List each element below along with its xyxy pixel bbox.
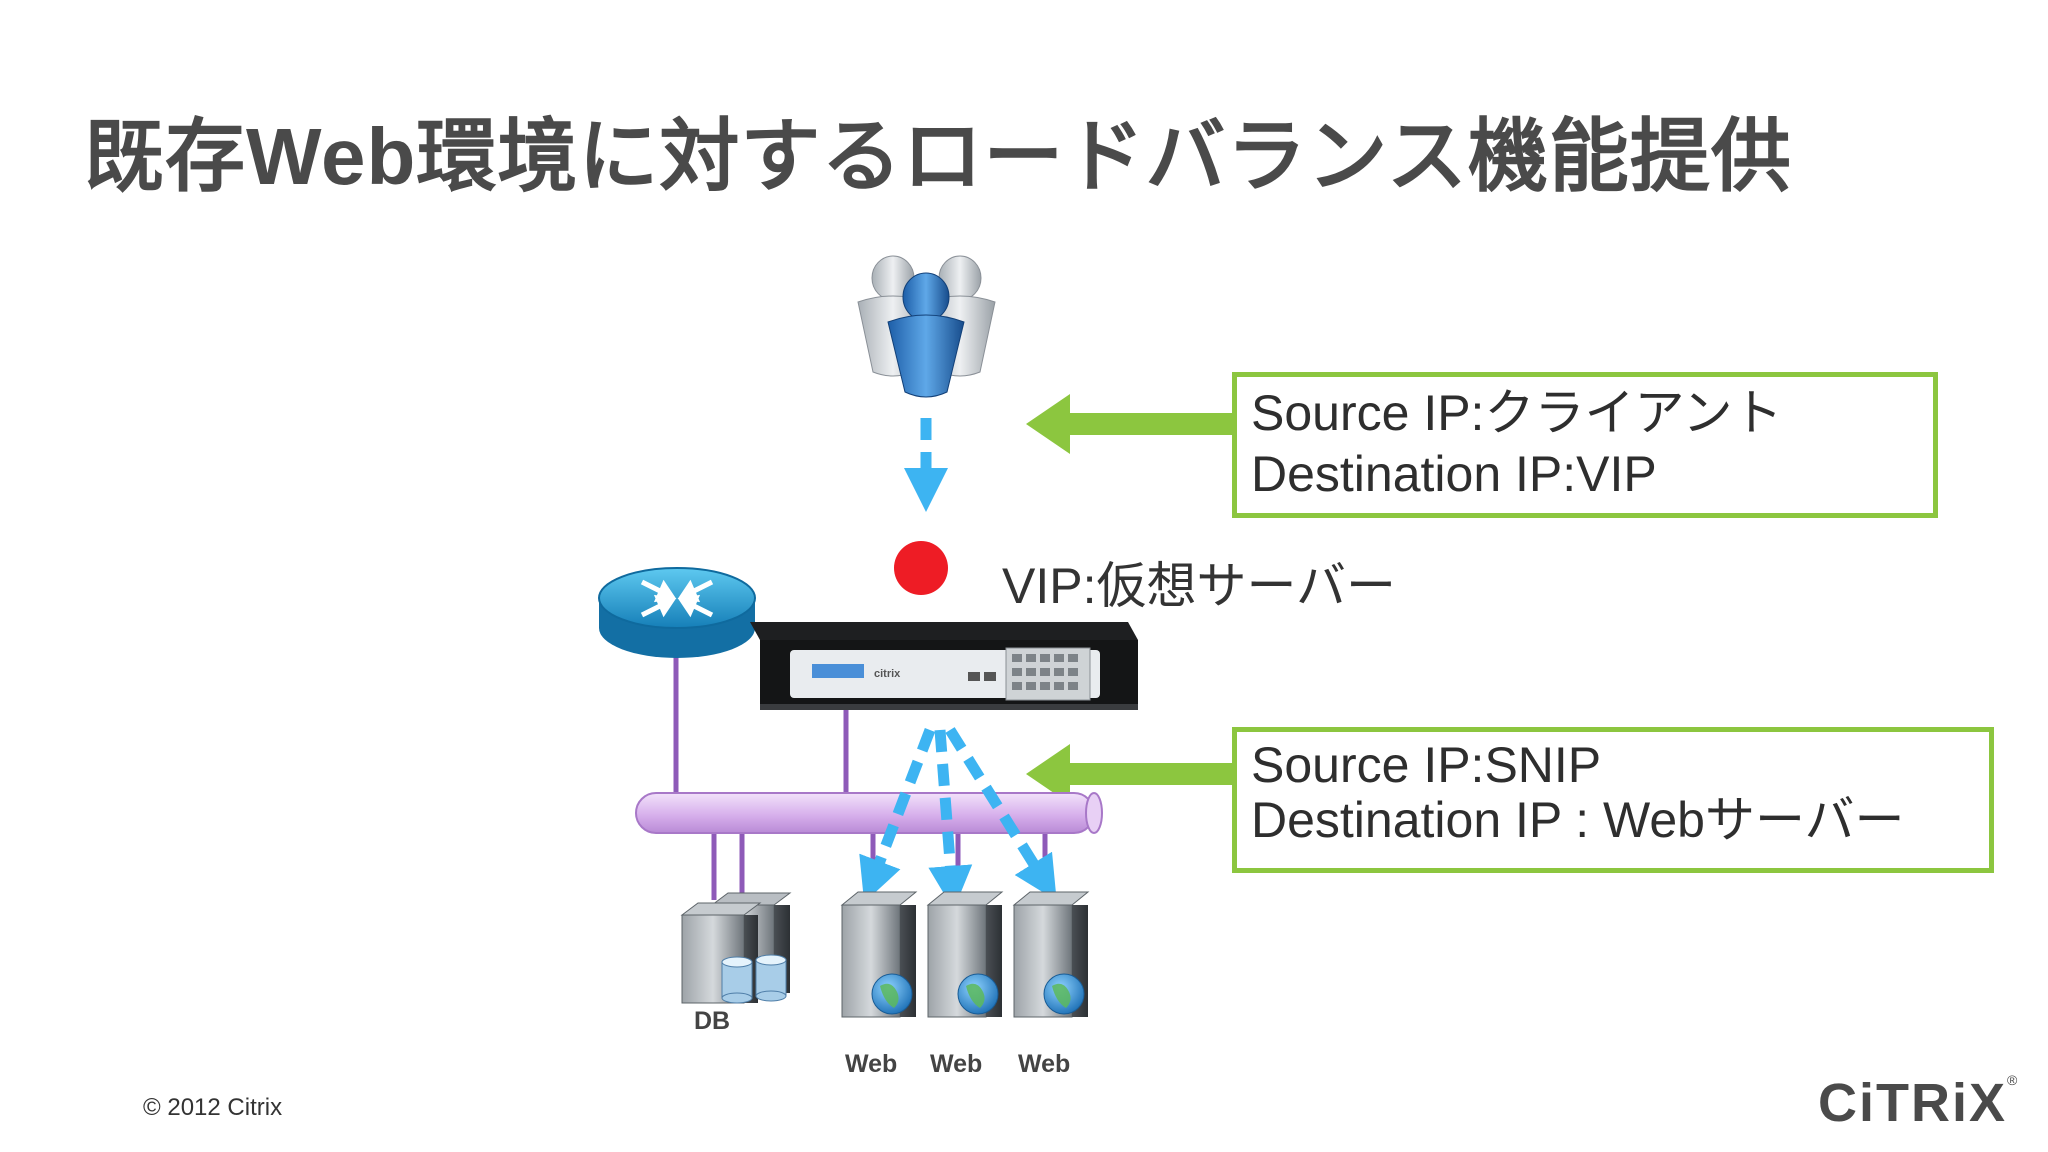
router-icon — [598, 567, 756, 658]
web-label-2: Web — [930, 1050, 983, 1078]
appliance-brand: citrix — [874, 668, 901, 680]
db-server-icon — [680, 892, 792, 1004]
copyright: © 2012 Citrix — [143, 1094, 283, 1121]
network-bus — [635, 792, 1103, 834]
server-source-ip: Source IP:SNIP — [1251, 737, 1602, 793]
web-server-icon-1 — [840, 891, 918, 1018]
db-label: DB — [694, 1007, 731, 1035]
flow-arrow-to-web-2 — [928, 729, 973, 910]
client-destination-ip: Destination IP:VIP — [1251, 446, 1657, 502]
flow-arrow-to-web-3 — [945, 727, 1057, 901]
server-destination-ip: Destination IP : Webサーバー — [1251, 792, 1905, 848]
server-info-box: Source IP:SNIP Destination IP : Webサーバー — [1232, 727, 1994, 873]
web-label-1: Web — [845, 1050, 898, 1078]
database-cylinders-icon — [721, 954, 787, 1004]
users-icon — [857, 255, 996, 398]
green-arrow-bottom — [1026, 744, 1237, 804]
registered-mark: ® — [2007, 1072, 2020, 1088]
vip-label: VIP:仮想サーバー — [1002, 558, 1396, 614]
client-info-box: Source IP:クライアント Destination IP:VIP — [1232, 372, 1938, 518]
netscaler-appliance: citrix — [750, 622, 1138, 710]
client-source-ip: Source IP:クライアント — [1251, 385, 1783, 441]
citrix-logo: CiTRiX® — [1818, 1072, 2019, 1134]
page-title: 既存Web環境に対するロードバランス機能提供 — [84, 112, 1792, 201]
citrix-logo-text: CiTRiX — [1818, 1073, 2008, 1133]
green-arrow-top — [1026, 394, 1237, 454]
web-label-3: Web — [1018, 1050, 1071, 1078]
web-server-icon-3 — [1012, 891, 1090, 1018]
flow-arrow-to-web-1 — [859, 728, 936, 903]
vip-dot — [894, 541, 948, 595]
appliance-display — [812, 664, 864, 678]
web-server-icon-2 — [926, 891, 1004, 1018]
